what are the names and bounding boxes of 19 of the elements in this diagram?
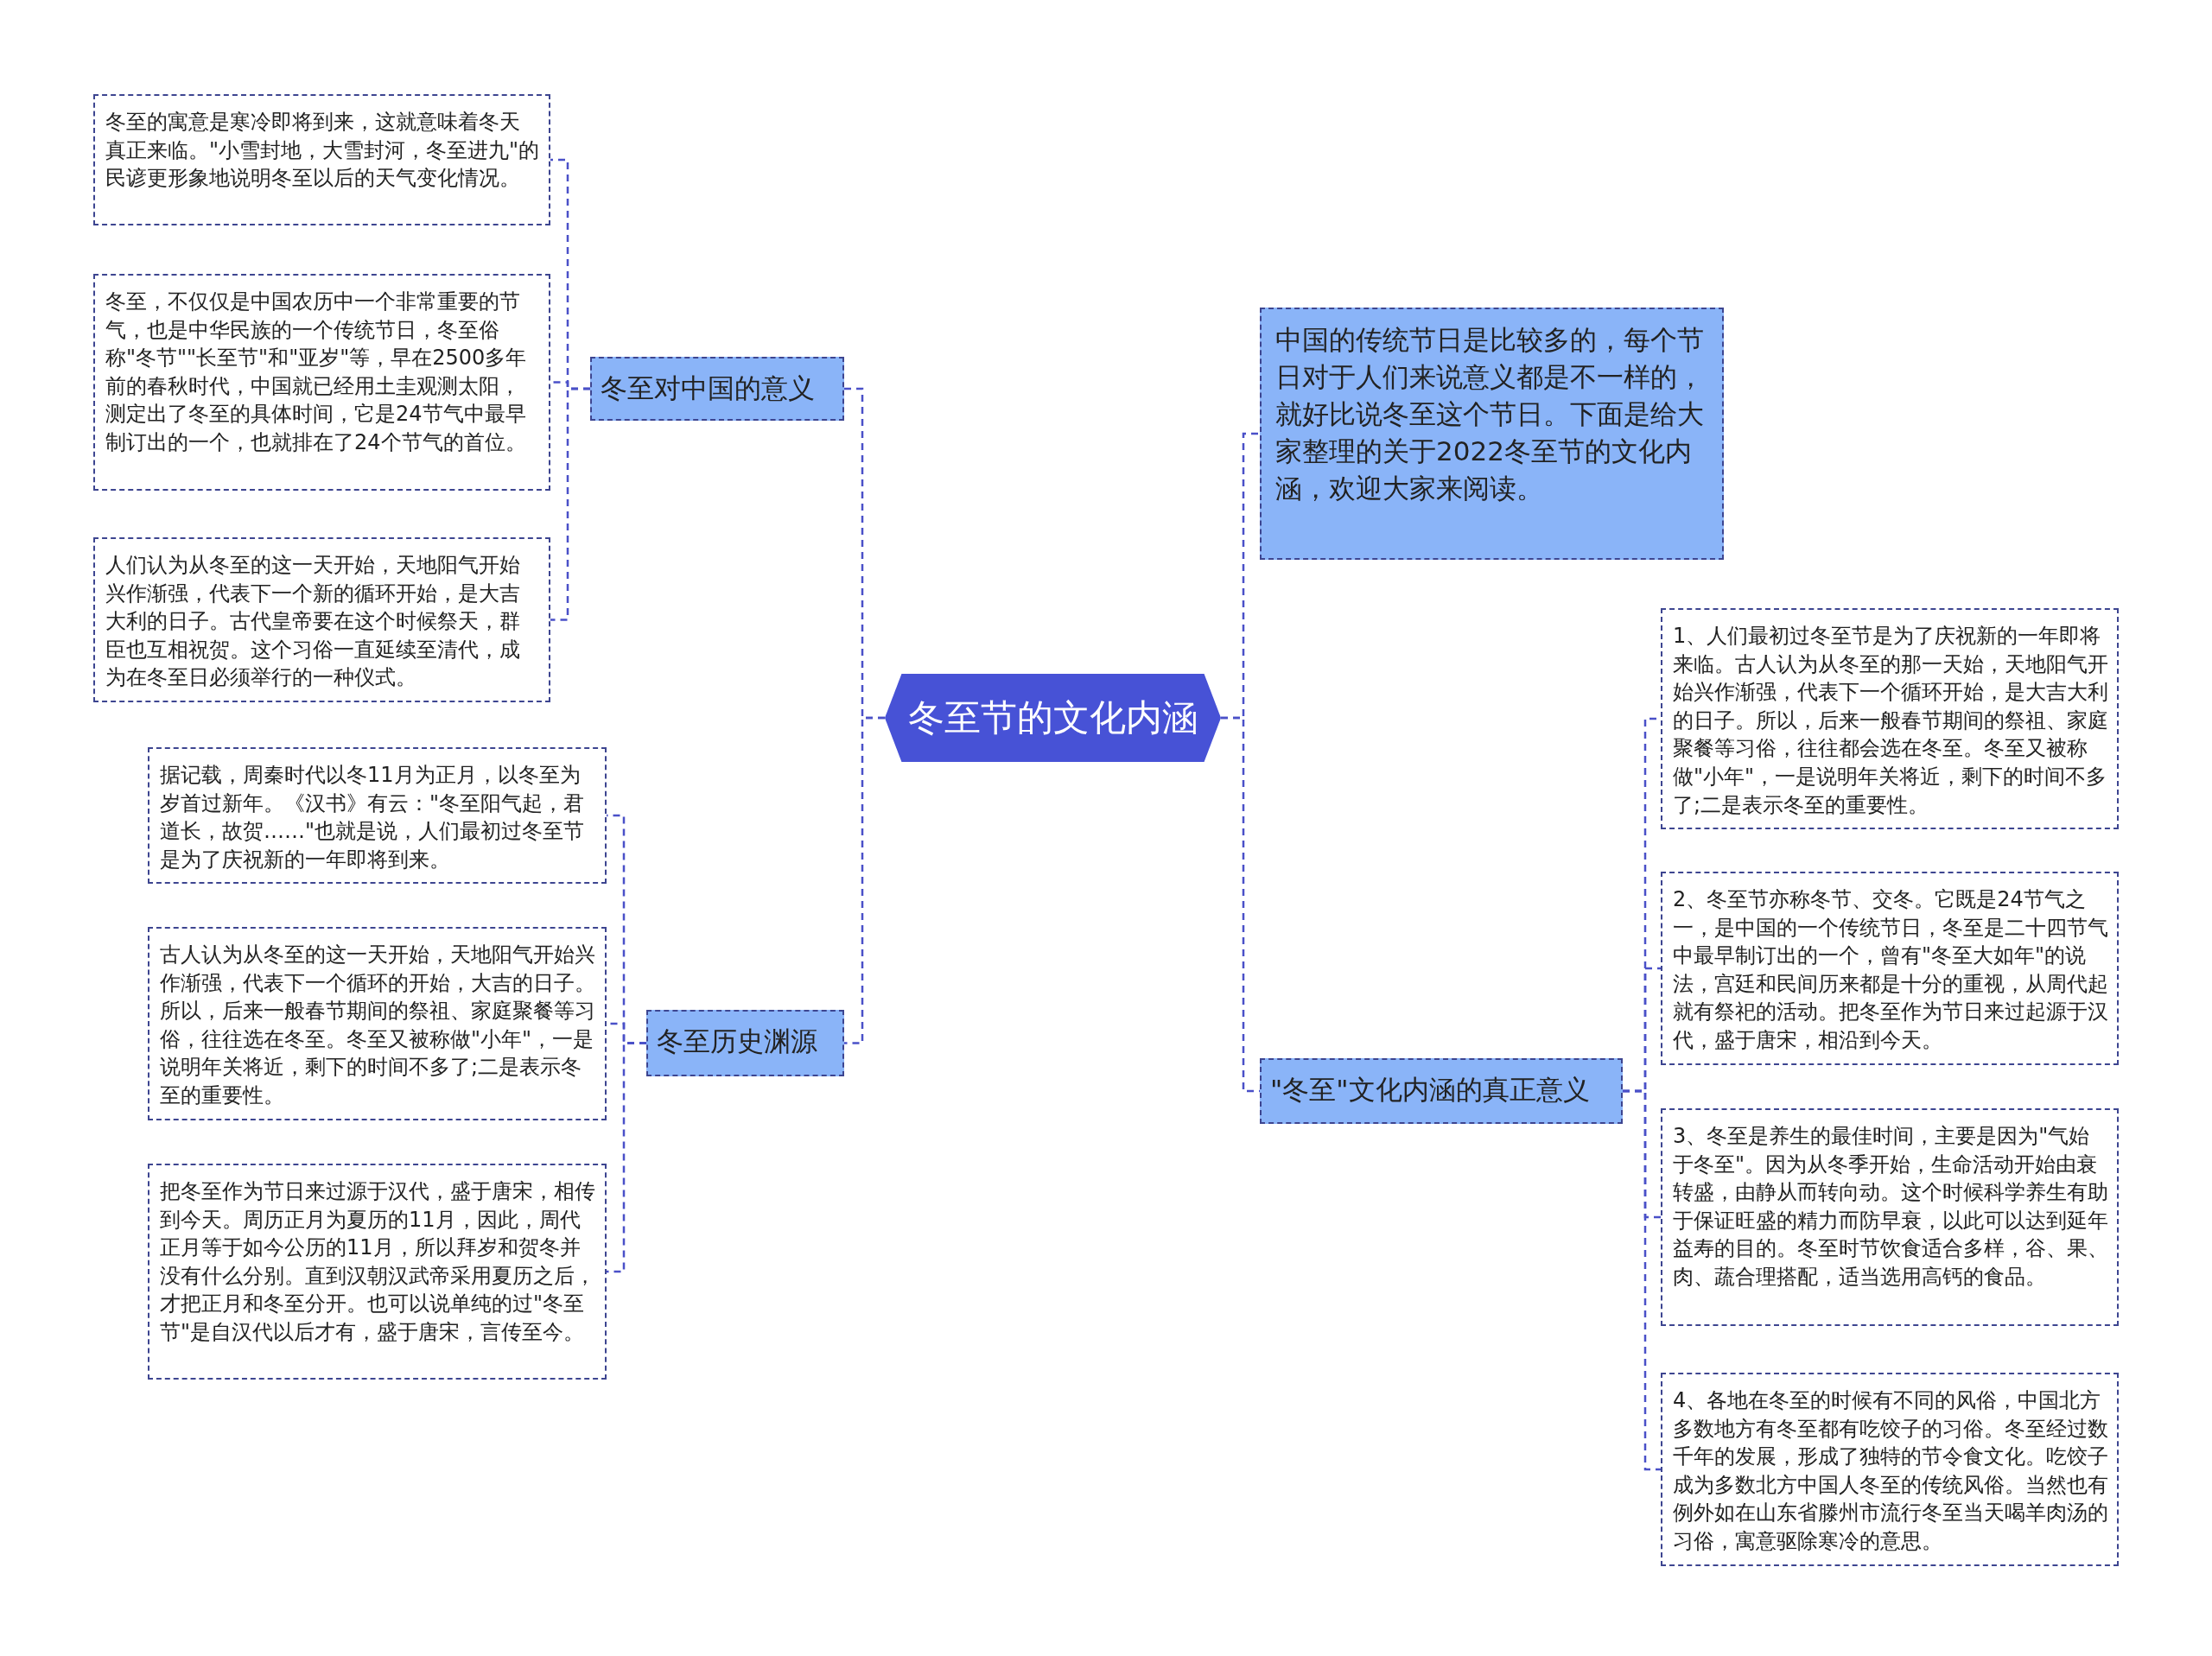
text-box: 3、冬至是养生的最佳时间，主要是因为"气始于冬至"。因为从冬季开始，生命活动开始由衰转盛，由静从而转向动。这个时候科学养生有助于保证旺盛的精力而防早衰，以此可以达到延年益寿的目的。冬至时节饮食适合多样，谷、果、肉、蔬合理搭配，适当选用高钙的食品。	[1661, 1108, 2119, 1326]
text-box: 人们认为从冬至的这一天开始，天地阳气开始兴作渐强，代表下一个新的循环开始，是大吉大利的日子。古代皇帝要在这个时候祭天，群臣也互相祝贺。这个习俗一直延续至清代，成为在冬至日必须举行的一种仪式。	[93, 537, 550, 702]
topic-box: 冬至对中国的意义	[590, 357, 844, 421]
connector-line	[844, 716, 885, 1044]
connector-line	[607, 1042, 646, 1273]
text-box: 冬至的寓意是寒冷即将到来，这就意味着冬天真正来临。"小雪封地，大雪封河，冬至进九"的民谚更形象地说明冬至以后的天气变化情况。	[93, 94, 550, 225]
central-topic: 冬至节的文化内涵	[885, 674, 1221, 762]
text-box: 4、各地在冬至的时候有不同的风俗，中国北方多数地方有冬至都有吃饺子的习俗。冬至经过数千年的发展，形成了独特的节令食文化。吃饺子成为多数北方中国人冬至的传统风俗。当然也有例外如在山东省滕州市流行冬至当天喝羊肉汤的习俗，寓意驱除寒冷的意思。	[1661, 1373, 2119, 1566]
text-box: 据记载，周秦时代以冬11月为正月，以冬至为岁首过新年。《汉书》有云："冬至阳气起，君道长，故贺……"也就是说，人们最初过冬至节是为了庆祝新的一年即将到来。	[148, 747, 607, 885]
topic-box: "冬至"文化内涵的真正意义	[1260, 1058, 1623, 1124]
topic-box: 冬至历史渊源	[646, 1010, 844, 1076]
intro-box: 中国的传统节日是比较多的，每个节日对于人们来说意义都是不一样的，就好比说冬至这个节日。下面是给大家整理的关于2022冬至节的文化内涵，欢迎大家来阅读。	[1260, 308, 1724, 560]
connector-line	[1623, 1089, 1661, 1471]
text-box: 冬至，不仅仅是中国农历中一个非常重要的节气，也是中华民族的一个传统节日，冬至俗称"冬节""长至节"和"亚岁"等，早在2500多年前的春秋时代，中国就已经用土圭观测太阳，测定出了冬至的具体时间，它是24节气中最早制订出的一个，也就排在了24个节气的首位。	[93, 274, 550, 491]
text-box: 把冬至作为节日来过源于汉代，盛于唐宋，相传到今天。周历正月为夏历的11月，因此，周代正月等于如今公历的11月，所以拜岁和贺冬并没有什么分别。直到汉朝汉武帝采用夏历之后，才把正月和冬至分开。也可以说单纯的过"冬至节"是自汉代以后才有，盛于唐宋，言传至今。	[148, 1164, 607, 1380]
connector-line	[550, 387, 590, 621]
text-box: 1、人们最初过冬至节是为了庆祝新的一年即将来临。古人认为从冬至的那一天始，天地阳气开始兴作渐强，代表下一个循环开始，是大吉大利的日子。所以，后来一般春节期间的祭祖、家庭聚餐等习俗，往往都会选在冬至。冬至又被称做"小年"，一是说明年关将近，剩下的时间不多了;二是表示冬至的重要性。	[1661, 608, 2119, 830]
text-box: 2、冬至节亦称冬节、交冬。它既是24节气之一，是中国的一个传统节日，冬至是二十四节气中最早制订出的一个，曾有"冬至大如年"的说法，宫廷和民间历来都是十分的重视，从周代起就有祭祀的活动。把冬至作为节日来过起源于汉代，盛于唐宋，相沿到今天。	[1661, 872, 2119, 1065]
text-box: 古人认为从冬至的这一天开始，天地阳气开始兴作渐强，代表下一个循环的开始，大吉的日子。所以，后来一般春节期间的祭祖、家庭聚餐等习俗，往往选在冬至。冬至又被称做"小年"，一是说明年关将近，剩下的时间不多了;二是表示冬至的重要性。	[148, 927, 607, 1120]
